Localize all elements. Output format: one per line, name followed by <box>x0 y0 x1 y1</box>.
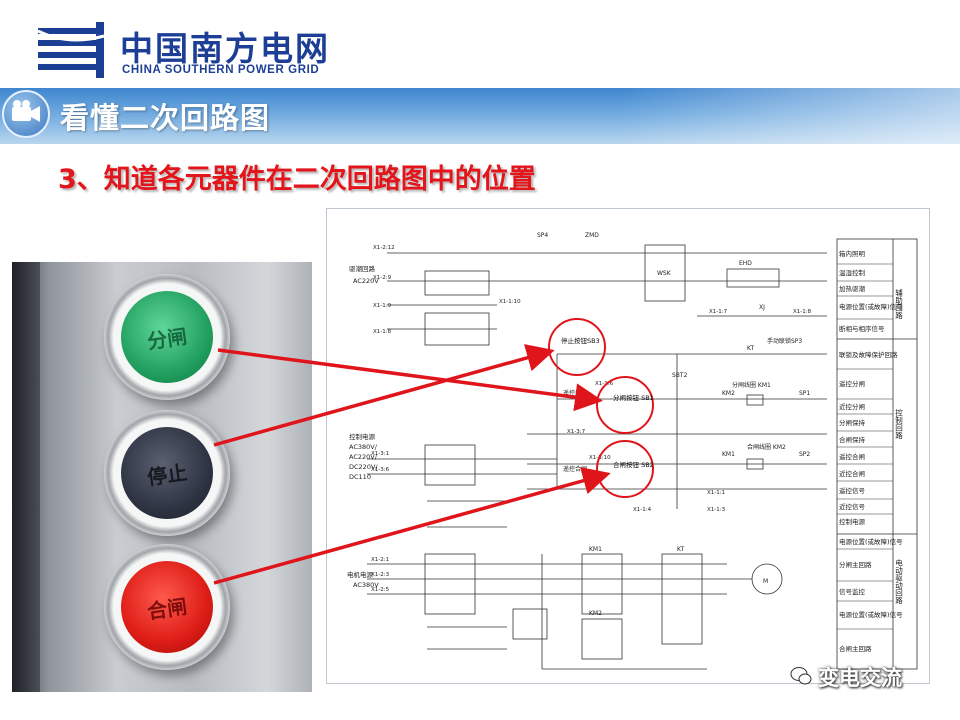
table-row: 箱内照明 <box>839 249 866 258</box>
table-row: 遥控合闸 <box>839 452 865 461</box>
table-row: 电源位置(或故障)信号 <box>839 610 903 619</box>
table-row: 近控合闸 <box>839 469 865 478</box>
stop-button: 停止 <box>104 410 230 536</box>
slide-title: 看懂二次回路图 <box>60 101 271 135</box>
secondary-circuit-diagram: 箱内照明 温湿控制 加热驱潮 电源位置(或故障)信号 断相与相序信号 联锁及故障… <box>326 208 930 684</box>
terminal-label: X1-1:3 <box>707 507 726 513</box>
terminal-label: X1-1:9 <box>373 303 392 309</box>
diagram-label: DC220V/ <box>349 463 378 471</box>
component-label: 遥控合闸 <box>563 465 587 473</box>
component-label: 手动联锁SP3 <box>767 337 802 345</box>
grid-logo-icon <box>38 22 105 78</box>
title-bar <box>0 88 960 144</box>
table-row: 联锁及故障保护回路 <box>839 350 898 359</box>
terminal-label: X1-2:1 <box>371 557 389 563</box>
component-label: M <box>763 578 768 585</box>
diagram-label: AC380V/ <box>349 443 378 451</box>
table-group: 控制回路 <box>894 408 903 440</box>
table-row: 近控分闸 <box>839 402 865 411</box>
table-row: 温湿控制 <box>839 268 866 277</box>
table-row: 分闸主回路 <box>839 560 872 569</box>
component-label: SP4 <box>537 232 548 239</box>
stop-button-label: 停止 <box>145 459 189 490</box>
component-label: ZMD <box>585 232 599 239</box>
diagram-label: AC380V <box>353 581 379 589</box>
component-label: KM1 <box>589 546 602 553</box>
component-label: SP1 <box>799 390 810 397</box>
stop-button-symbol-label: 停止按钮SB3 <box>561 336 600 345</box>
terminal-label: X1-2:9 <box>373 275 392 281</box>
terminal-label: X1-2:12 <box>373 245 395 251</box>
component-label: KM2 <box>589 610 602 617</box>
terminal-label: X1-2:5 <box>371 587 390 593</box>
diagram-label: AC220V <box>353 277 379 285</box>
terminal-label: X1-2:3 <box>371 572 390 578</box>
video-camera-icon <box>2 90 50 138</box>
wechat-icon <box>790 667 812 685</box>
diagram-label: AC220V/ <box>349 453 378 461</box>
component-label: SBT2 <box>672 372 688 379</box>
company-logo: 中国南方电网 CHINA SOUTHERN POWER GRID <box>38 20 478 82</box>
table-row: 断相与相序信号 <box>839 324 885 333</box>
terminal-label: X1-1:4 <box>633 507 652 513</box>
terminal-label: X1-1:10 <box>499 299 521 305</box>
table-row: 近控信号 <box>839 502 866 511</box>
table-row: 遥控信号 <box>839 486 866 495</box>
open-button-highlight <box>596 376 654 434</box>
table-row: 分闸保持 <box>839 418 866 427</box>
component-label: WSK <box>657 270 672 277</box>
table-row: 信号监控 <box>839 587 866 596</box>
component-label: KT <box>677 546 684 553</box>
open-button-symbol-label: 分闸按钮 SB1 <box>613 393 654 402</box>
diagram-label: DC110 <box>349 473 371 481</box>
table-row: 合闸保持 <box>839 435 866 444</box>
diagram-label: 驱潮回路 <box>349 264 376 273</box>
slide-subtitle: 3、知道各元器件在二次回路图中的位置 <box>58 164 536 195</box>
component-label: KM1 <box>722 451 735 458</box>
table-row: 加热驱潮 <box>839 284 866 293</box>
terminal-label: X1-1:8 <box>373 329 392 335</box>
component-label: XJ <box>759 304 765 311</box>
open-button: 分闸 <box>104 274 230 400</box>
component-label: 合闸线圈 KM2 <box>747 443 786 451</box>
terminal-label: X1-1:8 <box>793 309 812 315</box>
terminal-label: X1-3:6 <box>371 467 390 473</box>
watermark-text: 变电交流 <box>818 666 902 690</box>
logo-english-name: CHINA SOUTHERN POWER GRID <box>122 64 320 76</box>
component-label: KM2 <box>722 390 735 397</box>
component-label: EHD <box>739 260 752 267</box>
diagram-label: 控制电源 <box>349 432 376 441</box>
table-row: 遥控分闸 <box>839 379 865 388</box>
component-label: 遥控分闸 <box>563 389 587 397</box>
table-group: 电动驱动回路 <box>894 558 903 605</box>
diagram-label: 电机电源 <box>347 570 374 579</box>
open-button-label: 分闸 <box>145 323 189 354</box>
logo-chinese-name: 中国南方电网 <box>120 29 330 68</box>
close-button-symbol-label: 合闸按钮 SB2 <box>613 460 654 469</box>
terminal-label: X1-3:7 <box>567 429 586 435</box>
close-button-label: 合闸 <box>145 593 189 624</box>
terminal-label: X1-1:7 <box>709 309 728 315</box>
terminal-label: X1-1:1 <box>707 490 725 496</box>
button-panel-photo: 分闸 停止 合闸 <box>12 262 312 692</box>
table-row: 电源位置(或故障)信号 <box>839 537 903 546</box>
terminal-label: X1-1:6 <box>595 381 614 387</box>
table-row: 合闸主回路 <box>839 644 872 653</box>
table-row: 控制电源 <box>839 517 866 526</box>
stop-button-highlight <box>548 318 606 376</box>
component-label: KT <box>747 345 754 352</box>
component-label: SP2 <box>799 451 810 458</box>
component-label: 分闸线圈 KM1 <box>732 381 771 389</box>
table-row: 电源位置(或故障)信号 <box>839 302 903 311</box>
terminal-label: X1-3:1 <box>371 451 389 457</box>
close-button: 合闸 <box>104 544 230 670</box>
table-group: 辅助回路 <box>894 288 903 320</box>
